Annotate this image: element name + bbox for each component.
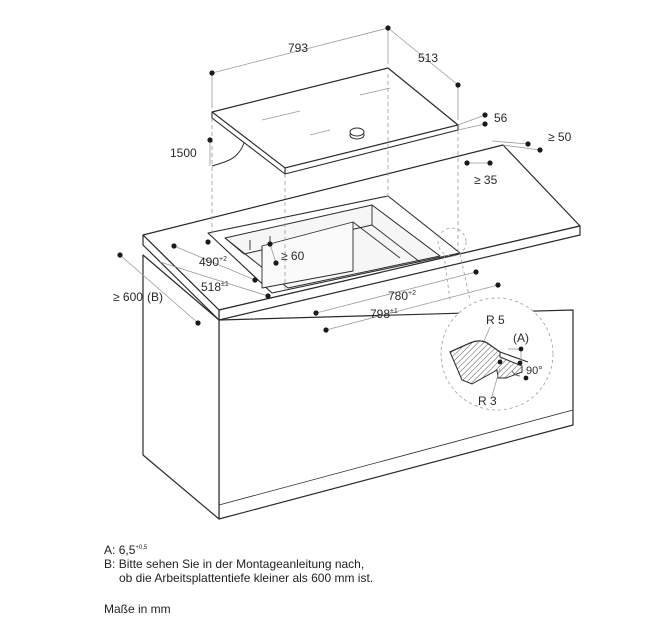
alignment-lines [211,74,459,290]
label-rear-clearance: ≥ 50 [548,130,572,144]
note-b-line2: ob die Arbeitsplattentiefe kleiner als 6… [119,571,374,585]
dim-dot [205,239,211,245]
label-radius-outer: R 5 [486,313,505,327]
label-detail-ref: (A) [513,331,529,345]
cabinet-side-face [142,254,220,520]
dimension-lines [119,27,541,331]
dim-dot [252,277,258,283]
label-cable-length: 1500 [170,146,197,160]
dim-dot [487,160,493,166]
dimension-line-cutout-depth [173,245,256,281]
dim-dot [518,346,524,352]
label-worktop-depth: ≥ 600(B) [113,290,163,304]
dim-dot [385,25,391,31]
dim-dot [537,147,543,153]
label-recess-depth-tol: ±1 [221,281,229,288]
dim-dot [517,360,523,366]
note-b-label: B: [104,557,116,571]
note-a-tolerance: +0,5 [135,545,148,551]
dim-dot [464,160,470,166]
dimension-line-rear-clearance [491,140,529,145]
hob-zone-marking [359,87,391,96]
label-recess-depth: 518±1 [201,280,229,294]
cutout-wall [352,221,401,259]
dim-dot [117,252,123,258]
edge-detail-callout [437,227,554,411]
note-b-line1: Bitte sehen Sie in der Montageanleitung … [118,557,365,571]
dimension-line-worktop-depth [119,254,199,324]
dimension-line-rear-clearance [502,144,541,151]
worktop-left-edge [142,234,220,321]
dimension-line-recess-width [325,284,499,331]
dimension-dots [117,25,543,333]
angle-arc [511,370,521,377]
label-worktop-depth-ref: (B) [147,290,163,304]
cutout-wall [224,237,245,255]
cutout-inner-box [261,221,354,289]
dimension-labels: 793 513 56 1500 ≥ 50 ≥ 35 ≥ 60 490+2 518… [113,41,572,408]
dim-dot [267,241,273,247]
detail-r3-leader [491,367,501,397]
label-recess-width: 798±1 [370,307,398,321]
label-hob-height: 56 [494,111,508,125]
label-cutout-depth-tol: +2 [219,256,227,263]
label-radius-inner: R 3 [478,394,497,408]
note-a-value: 6,5 [118,543,136,557]
footnotes: A: 6,5+0,5 B: Bitte sehen Sie in der Mon… [104,541,373,585]
dim-dot [313,310,319,316]
dimension-line-recess-depth [159,261,269,297]
label-side-clearance: ≥ 35 [474,173,498,187]
dim-dot [265,293,271,299]
hob [211,67,459,175]
label-cutout-depth: 490+2 [199,255,227,269]
label-front-clearance: ≥ 60 [281,249,305,263]
dimension-line-hob-width [211,27,389,74]
dimension-line-hob-depth [387,27,459,86]
dimension-line-front-clearance [269,243,277,264]
hob-control-knob-top [349,127,365,137]
dim-dot [482,121,488,127]
note-a: A: 6,5+0,5 [104,541,373,557]
dim-dot [525,141,531,147]
hob-power-cable [211,142,245,167]
dim-dot [195,320,201,326]
label-angle: 90° [526,365,543,377]
dim-dot [323,327,329,333]
note-a-label: A: [104,543,116,557]
note-b: B: Bitte sehen Sie in der Montageanleitu… [104,557,373,571]
unit-note: Maße in mm [104,602,171,616]
detail-r5-leader [483,326,491,342]
dim-dot [495,282,501,288]
label-hob-width: 793 [288,41,308,55]
label-recess-width-tol: ±1 [390,308,398,315]
hob-glass-top [211,67,459,169]
hob-zone-marking [261,110,301,121]
dim-dot [497,359,503,365]
hob-zone-marking [309,129,331,136]
dim-dot [473,269,479,275]
label-hob-depth: 513 [418,51,438,65]
dim-dot [523,375,529,381]
detail-source-circle [437,227,467,257]
label-cutout-width: 780+2 [388,289,416,303]
cabinet-plinth-line [218,409,574,506]
dimension-line-hob-height [457,123,486,131]
dim-dot [209,70,215,76]
dim-dot [207,137,213,143]
detail-leader [459,253,471,301]
cutout-wall [371,224,421,263]
dim-dot [171,243,177,249]
dimension-line-hob-height [457,114,486,126]
dim-dot [273,260,279,266]
dim-dot [455,82,461,88]
dimension-line-cutout-width [315,271,477,314]
label-cutout-width-tol: +2 [408,290,416,297]
worktop-edge-top [449,340,529,363]
dim-dot [482,112,488,118]
detail-leader [443,254,451,301]
